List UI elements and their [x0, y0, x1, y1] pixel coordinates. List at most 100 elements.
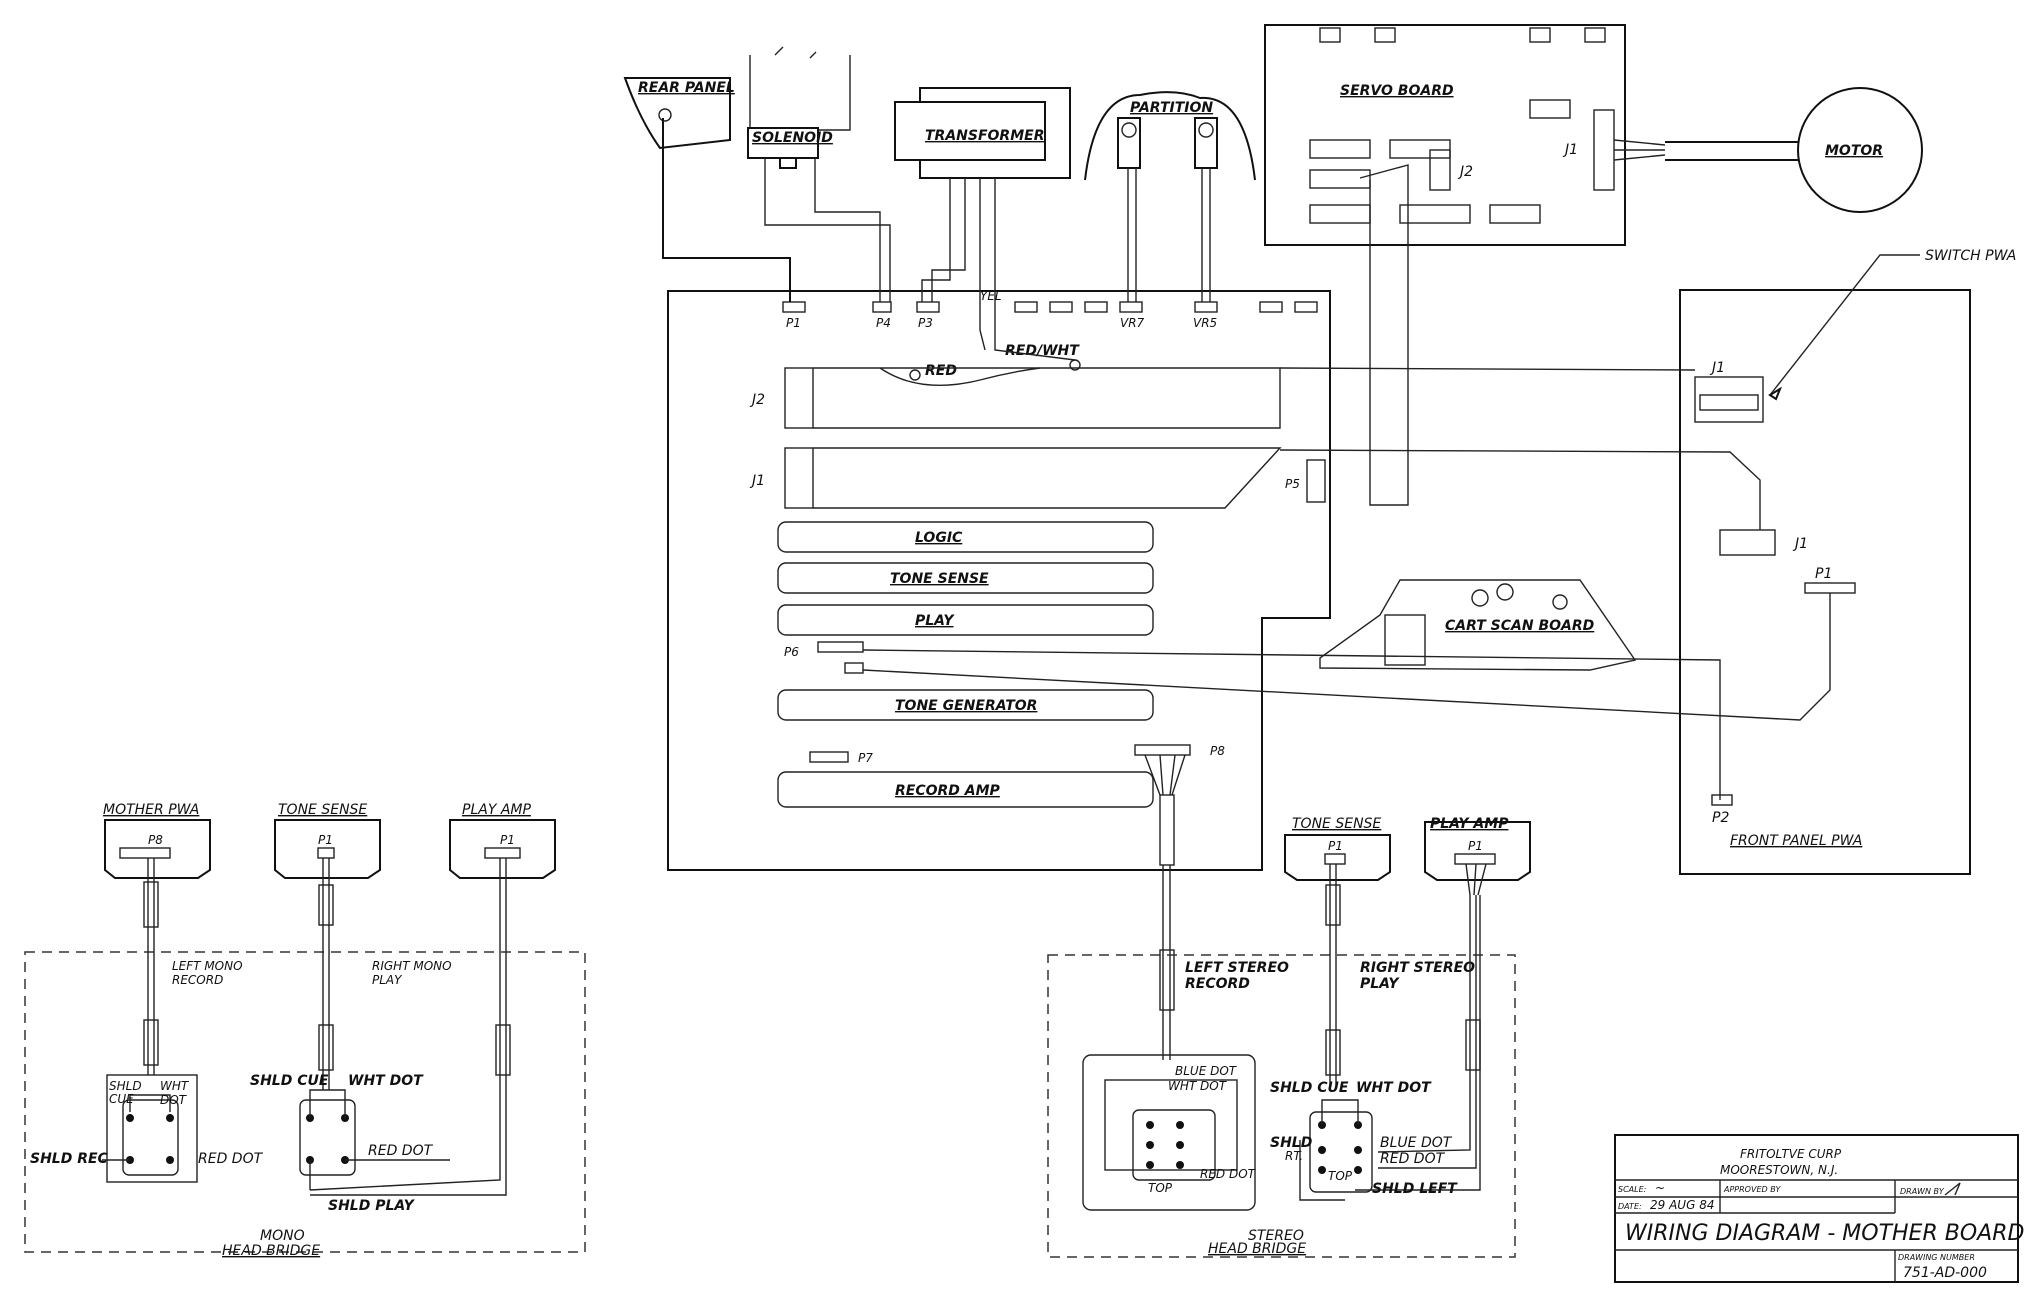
- stereo-shld-label: SHLD: [1270, 1135, 1312, 1151]
- stereo-tone-sense-label: TONE SENSE: [1292, 816, 1381, 832]
- mono-play-amp-label: PLAY AMP: [462, 802, 531, 818]
- scale-value: ~: [1655, 1181, 1665, 1195]
- solenoid-label: SOLENOID: [752, 130, 833, 146]
- mono-shld-cue-label: SHLD CUE: [250, 1073, 329, 1089]
- fp-j1-right-label: J1: [1792, 536, 1808, 552]
- stereo-wht-dot-right-label: WHT DOT: [1356, 1080, 1432, 1096]
- p7-label: P7: [858, 751, 873, 765]
- stereo-play-p1-label: P1: [1468, 839, 1483, 853]
- scale-label: SCALE:: [1618, 1185, 1647, 1194]
- rear-panel: REAR PANEL: [623, 77, 735, 150]
- p5-label: P5: [1285, 477, 1300, 491]
- stereo-play-amp: PLAY AMP P1: [1424, 816, 1531, 881]
- fp-p2-label: P2: [1712, 810, 1729, 826]
- mono-tone-p1-label: P1: [318, 833, 333, 847]
- stereo-bridge-title: STEREO: [1248, 1228, 1304, 1244]
- p8-label: P8: [1210, 744, 1225, 758]
- stereo-tone-p1-label: P1: [1328, 839, 1343, 853]
- motor: MOTOR: [1613, 87, 1923, 213]
- mono-cue-label: CUE: [109, 1092, 134, 1106]
- partition-label: PARTITION: [1130, 100, 1213, 116]
- record-amp-label: RECORD AMP: [895, 783, 1001, 799]
- mono-section: MOTHER PWA P8 TONE SENSE P1 PLAY AMP P1 …: [24, 802, 586, 1259]
- p3-label: P3: [918, 316, 933, 330]
- mono-red-dot-right-label: RED DOT: [368, 1143, 434, 1159]
- cart-scan-board-label: CART SCAN BOARD: [1445, 618, 1594, 634]
- company-name: FRITOLTVE CURP: [1740, 1147, 1842, 1161]
- servo-board-label: SERVO BOARD: [1340, 83, 1454, 99]
- j2-label: J2: [749, 392, 765, 408]
- play-label: PLAY: [915, 613, 955, 629]
- p6-label: P6: [784, 645, 799, 659]
- fp-p1-label: P1: [1815, 566, 1832, 582]
- stereo-blue-dot-right-label: BLUE DOT: [1380, 1135, 1453, 1151]
- mono-bridge-title: MONO: [260, 1228, 305, 1244]
- company-city: MOORESTOWN, N.J.: [1720, 1163, 1838, 1177]
- p1-label: P1: [786, 316, 801, 330]
- vr7-label: VR7: [1120, 316, 1145, 330]
- stereo-tone-sense: TONE SENSE P1: [1284, 816, 1391, 881]
- drawing-number: 751-AD-000: [1903, 1265, 1987, 1281]
- drawn-label: DRAWN BY: [1900, 1187, 1945, 1196]
- approved-label: APPROVED BY: [1723, 1185, 1782, 1194]
- partition: PARTITION: [1084, 91, 1256, 181]
- fp-j1-top-label: J1: [1709, 360, 1725, 376]
- motor-label: MOTOR: [1825, 143, 1883, 159]
- drawing-number-label: DRAWING NUMBER: [1898, 1253, 1975, 1262]
- mother-board: P1 P4 P3 YEL VR7 VR5 RED RED/WHT J2 J1 P…: [667, 289, 1331, 871]
- p4-label: P4: [876, 316, 891, 330]
- servo-j1-label: J1: [1562, 142, 1578, 158]
- solenoid: SOLENOID: [747, 46, 851, 169]
- logic-label: LOGIC: [915, 530, 963, 546]
- mono-shld-label: SHLD: [109, 1079, 142, 1093]
- servo-ribbon: [1359, 164, 1409, 506]
- stereo-rt-label: RT.: [1285, 1149, 1303, 1163]
- j1-label: J1: [749, 473, 765, 489]
- mono-red-dot-left-label: RED DOT: [198, 1151, 264, 1167]
- transformer: TRANSFORMER: [894, 87, 1071, 179]
- stereo-top-right-label: TOP: [1328, 1169, 1353, 1183]
- p8-harness: [1144, 754, 1186, 1060]
- drawing-title: WIRING DIAGRAM - MOTHER BOARD: [1625, 1221, 2024, 1246]
- mono-wht-dot-label: WHT DOT: [348, 1073, 424, 1089]
- rear-panel-label: REAR PANEL: [638, 80, 735, 96]
- transformer-label: TRANSFORMER: [925, 128, 1045, 144]
- stereo-red-dot-label: RED DOT: [1200, 1167, 1257, 1181]
- mono-tone-sense: TONE SENSE P1: [274, 802, 381, 879]
- yel-label: YEL: [980, 289, 1002, 303]
- mono-shld-rec-label: SHLD REC: [30, 1151, 109, 1167]
- mono-shld-play-label: SHLD PLAY: [328, 1198, 416, 1214]
- stereo-bridge-sub: HEAD BRIDGE: [1208, 1241, 1306, 1257]
- mono-play-amp: PLAY AMP P1: [449, 802, 556, 879]
- tone-sense-label: TONE SENSE: [890, 571, 989, 587]
- vr5-label: VR5: [1193, 316, 1217, 330]
- switch-pwa-label: SWITCH PWA: [1925, 248, 2016, 264]
- date-value: 29 AUG 84: [1650, 1198, 1714, 1212]
- servo-j2-label: J2: [1457, 164, 1473, 180]
- servo-board: SERVO BOARD J2 J1: [1264, 24, 1626, 246]
- stereo-top-label: TOP: [1148, 1181, 1173, 1195]
- mono-tone-sense-label: TONE SENSE: [278, 802, 367, 818]
- front-panel-pwa: J1 J1 P1 P2 FRONT PANEL PWA SWITCH PWA: [1679, 248, 2016, 875]
- mono-play-p1-label: P1: [500, 833, 515, 847]
- date-label: DATE:: [1618, 1202, 1642, 1211]
- cart-scan-board: CART SCAN BOARD: [1319, 579, 1637, 671]
- mono-mother-pwa: MOTHER PWA P8: [103, 802, 211, 879]
- mono-mother-pwa-label: MOTHER PWA: [103, 802, 199, 818]
- stereo-play-amp-label: PLAY AMP: [1430, 816, 1509, 832]
- red-label: RED: [925, 363, 957, 379]
- stereo-shld-left-label: SHLD LEFT: [1372, 1181, 1458, 1197]
- stereo-wht-dot-label: WHT DOT: [1168, 1079, 1228, 1093]
- stereo-shld-cue-label: SHLD CUE: [1270, 1080, 1349, 1096]
- mono-bridge-sub: HEAD BRIDGE: [222, 1243, 320, 1259]
- title-block: FRITOLTVE CURP MOORESTOWN, N.J. SCALE: ~…: [1614, 1134, 2024, 1283]
- tone-generator-label: TONE GENERATOR: [895, 698, 1037, 714]
- red-wht-label: RED/WHT: [1005, 343, 1080, 359]
- stereo-red-dot-right-label: RED DOT: [1380, 1151, 1446, 1167]
